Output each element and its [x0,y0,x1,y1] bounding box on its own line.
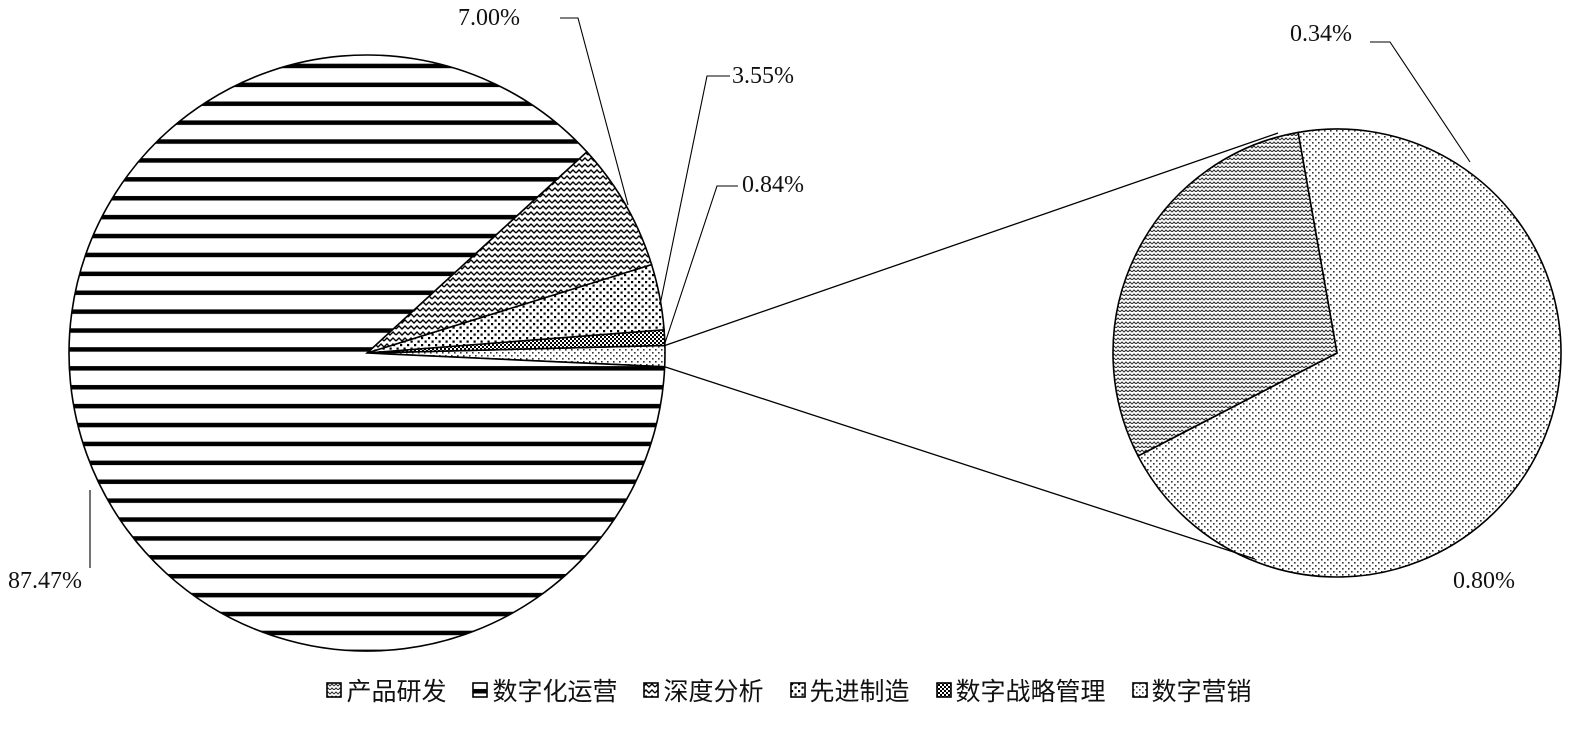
data-label-数字化运营: 87.47% [8,568,82,594]
legend-swatch-数字营销 [1131,682,1148,698]
legend-item-产品研发: 产品研发 [326,672,446,708]
legend-swatch-产品研发 [326,682,343,698]
pie-connector-lines [664,132,1279,560]
leader-line-深度分析 [560,17,629,206]
data-label-先进制造: 3.55% [732,63,794,89]
legend-swatch-先进制造 [789,682,806,698]
leader-line-数字战略管理 [664,185,738,344]
legend-item-数字营销: 数字营销 [1131,672,1252,708]
legend-swatch-数字战略管理 [935,682,952,698]
legend-label: 产品研发 [346,677,447,706]
legend-swatch-深度分析 [643,682,660,698]
leader-line-先进制造 [659,75,730,306]
data-label-产品研发: 0.80% [1453,568,1515,594]
legend-label: 深度分析 [663,677,764,706]
legend-item-深度分析: 深度分析 [643,672,764,708]
data-label-数字营销: 0.34% [1290,21,1352,47]
pie-slice-数字化运营 [68,54,666,652]
legend-item-先进制造: 先进制造 [789,672,910,708]
main-pie [68,54,666,652]
legend-label: 数字化运营 [492,677,618,706]
secondary-slice-数字营销 [1112,131,1338,458]
legend-item-数字化运营: 数字化运营 [472,672,617,708]
legend-item-数字战略管理: 数字战略管理 [935,672,1106,708]
pie-of-pie-chart: 0.80% 87.47% 7.00% 3.55% 0.84% 0.34% [8,5,1562,652]
connector-line-top [664,132,1279,347]
data-labels: 0.80% 87.47% 7.00% 3.55% 0.84% 0.34% [8,5,1515,594]
legend-label: 数字战略管理 [955,677,1106,706]
legend-label: 数字营销 [1151,677,1252,706]
leader-line-数字营销 [1370,41,1471,163]
data-label-深度分析: 7.00% [458,5,520,31]
legend-swatch-数字化运营 [472,682,489,698]
legend: 产品研发 数字化运营 深度分析 先进制造 数字战略管理 数字营销 [0,672,1578,708]
data-label-数字战略管理: 0.84% [742,172,804,198]
secondary-pie [1112,128,1562,578]
secondary-slice-产品研发 [1136,128,1562,578]
pie-slice-深度分析 [366,150,653,354]
legend-label: 先进制造 [809,677,910,706]
connector-line-bottom [664,366,1256,560]
